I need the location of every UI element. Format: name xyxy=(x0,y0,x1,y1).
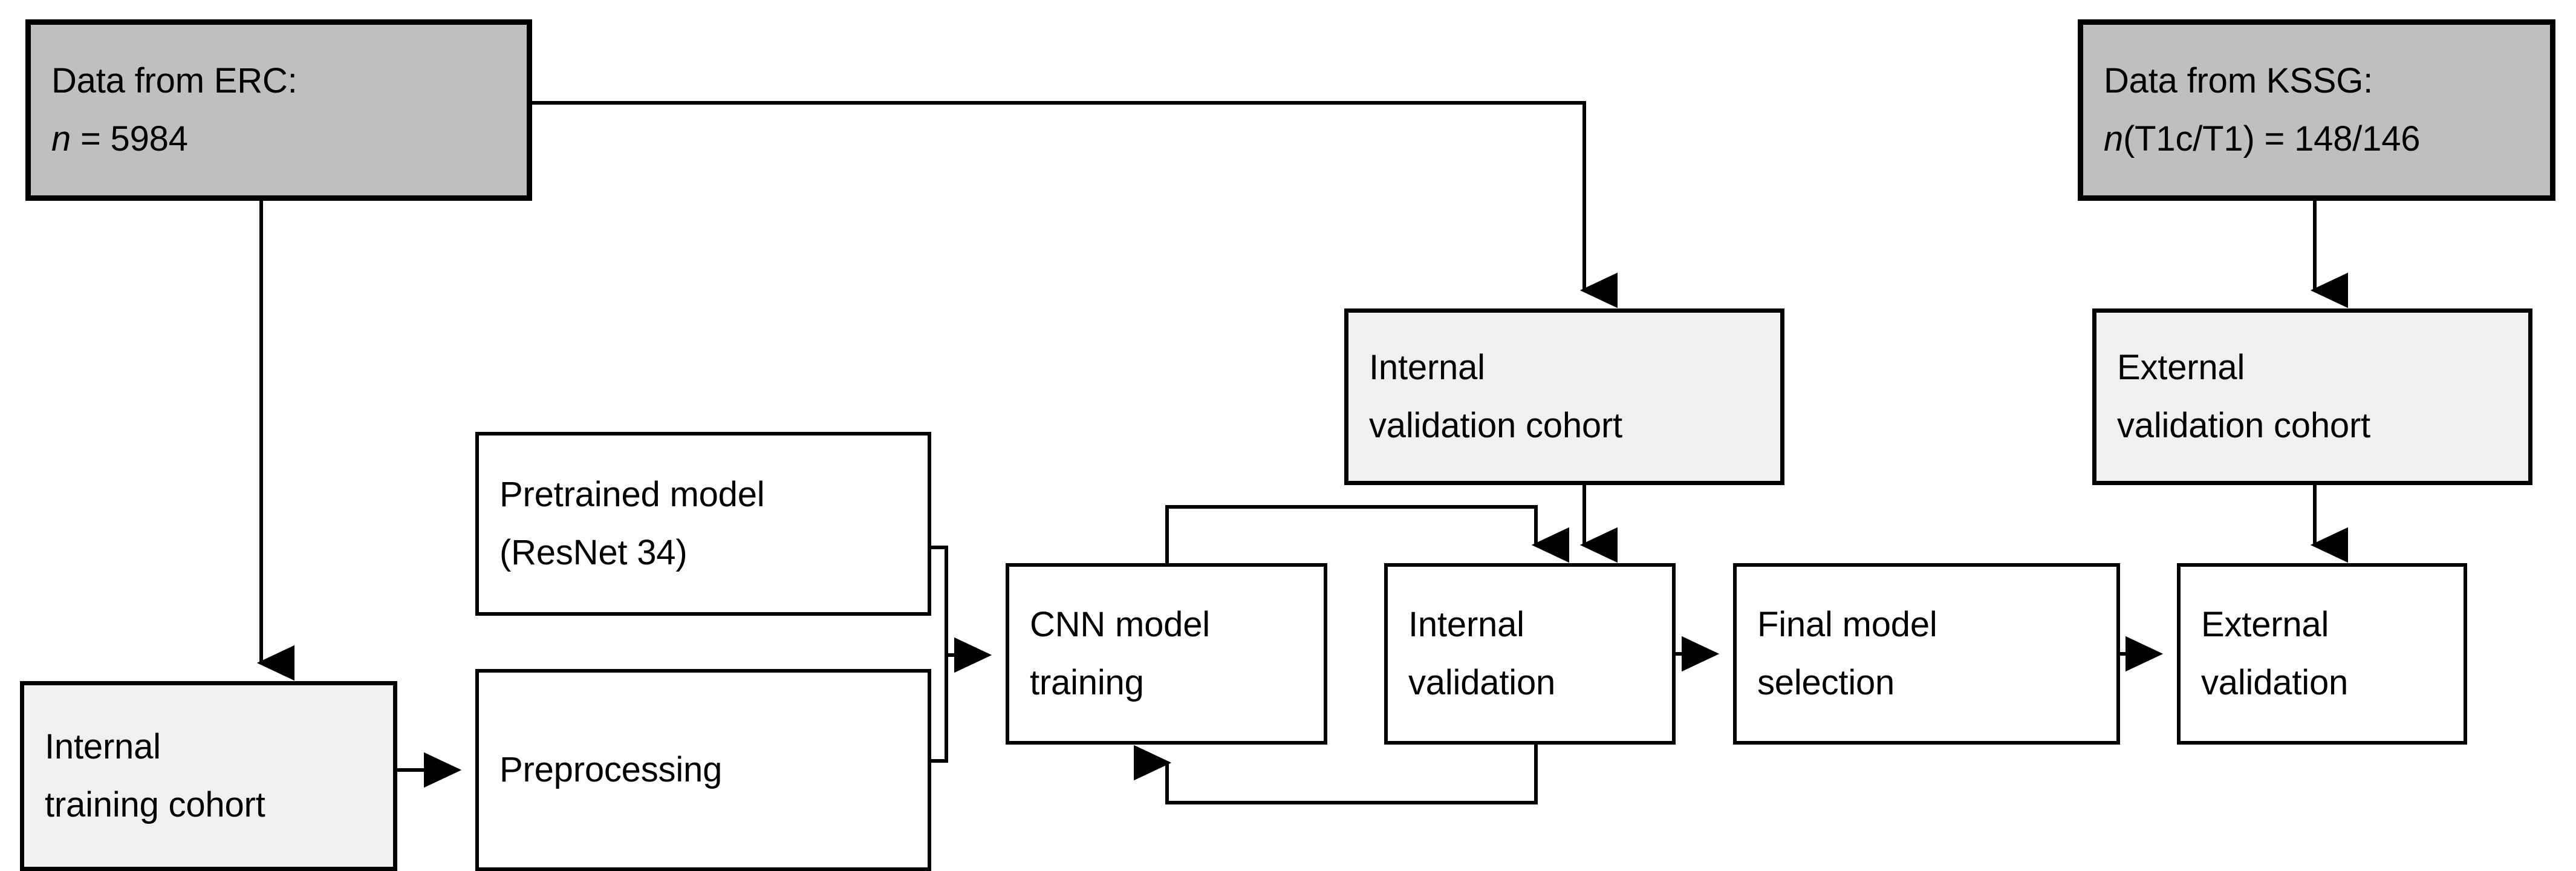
final-model-selection-line2: selection xyxy=(1757,663,1895,702)
node-cnn-model-training[interactable]: CNN model training xyxy=(1006,563,1327,745)
external-validation-line2: validation xyxy=(2201,663,2349,702)
internal-validation-cohort-line2: validation cohort xyxy=(1369,406,1622,445)
node-internal-validation-cohort[interactable]: Internal validation cohort xyxy=(1344,308,1784,485)
node-preprocessing[interactable]: Preprocessing xyxy=(475,669,931,871)
edge-preprocessing-to-bus xyxy=(931,655,948,763)
erc-n-value: = 5984 xyxy=(71,119,188,158)
pretrained-model-line2: (ResNet 34) xyxy=(499,533,688,572)
node-external-validation-cohort[interactable]: External validation cohort xyxy=(2092,308,2532,485)
internal-validation-line2: validation xyxy=(1408,663,1556,702)
node-kssg-source[interactable]: Data from KSSG: n(T1c/T1) = 148/146 xyxy=(2078,19,2555,201)
edge-internal-validation-to-cnn-model-training-feedback xyxy=(1133,745,1538,804)
internal-validation-line1: Internal xyxy=(1408,604,1524,644)
internal-training-cohort-line2: training cohort xyxy=(45,785,265,824)
kssg-n-symbol: n xyxy=(2104,119,2124,158)
kssg-source-line1: Data from KSSG: xyxy=(2104,60,2373,100)
preprocessing-label: Preprocessing xyxy=(499,749,723,789)
external-validation-cohort-line1: External xyxy=(2117,347,2245,387)
erc-source-line1: Data from ERC: xyxy=(51,60,298,100)
node-internal-training-cohort[interactable]: Internal training cohort xyxy=(20,681,397,871)
erc-n-symbol: n xyxy=(51,119,71,158)
node-internal-validation[interactable]: Internal validation xyxy=(1384,563,1676,745)
node-pretrained-model[interactable]: Pretrained model (ResNet 34) xyxy=(475,432,931,616)
edge-erc-to-internal-validation-cohort xyxy=(532,101,1618,308)
external-validation-line1: External xyxy=(2201,604,2329,644)
node-erc-source[interactable]: Data from ERC: n = 5984 xyxy=(25,19,532,201)
cnn-model-training-line2: training xyxy=(1030,663,1144,702)
edge-pretrained-model-to-bus xyxy=(931,546,948,655)
kssg-source-line2: n(T1c/T1) = 148/146 xyxy=(2104,114,2421,164)
final-model-selection-line1: Final model xyxy=(1757,604,1937,644)
pretrained-model-line1: Pretrained model xyxy=(499,474,765,514)
erc-source-line2: n = 5984 xyxy=(51,114,188,164)
node-final-model-selection[interactable]: Final model selection xyxy=(1733,563,2120,745)
kssg-n-value: (T1c/T1) = 148/146 xyxy=(2123,119,2421,158)
internal-training-cohort-line1: Internal xyxy=(45,726,161,766)
node-external-validation[interactable]: External validation xyxy=(2177,563,2467,745)
external-validation-cohort-line2: validation cohort xyxy=(2117,406,2370,445)
edge-cnn-model-training-to-internal-validation xyxy=(1165,505,1570,563)
cnn-model-training-line1: CNN model xyxy=(1030,604,1210,644)
internal-validation-cohort-line1: Internal xyxy=(1369,347,1485,387)
